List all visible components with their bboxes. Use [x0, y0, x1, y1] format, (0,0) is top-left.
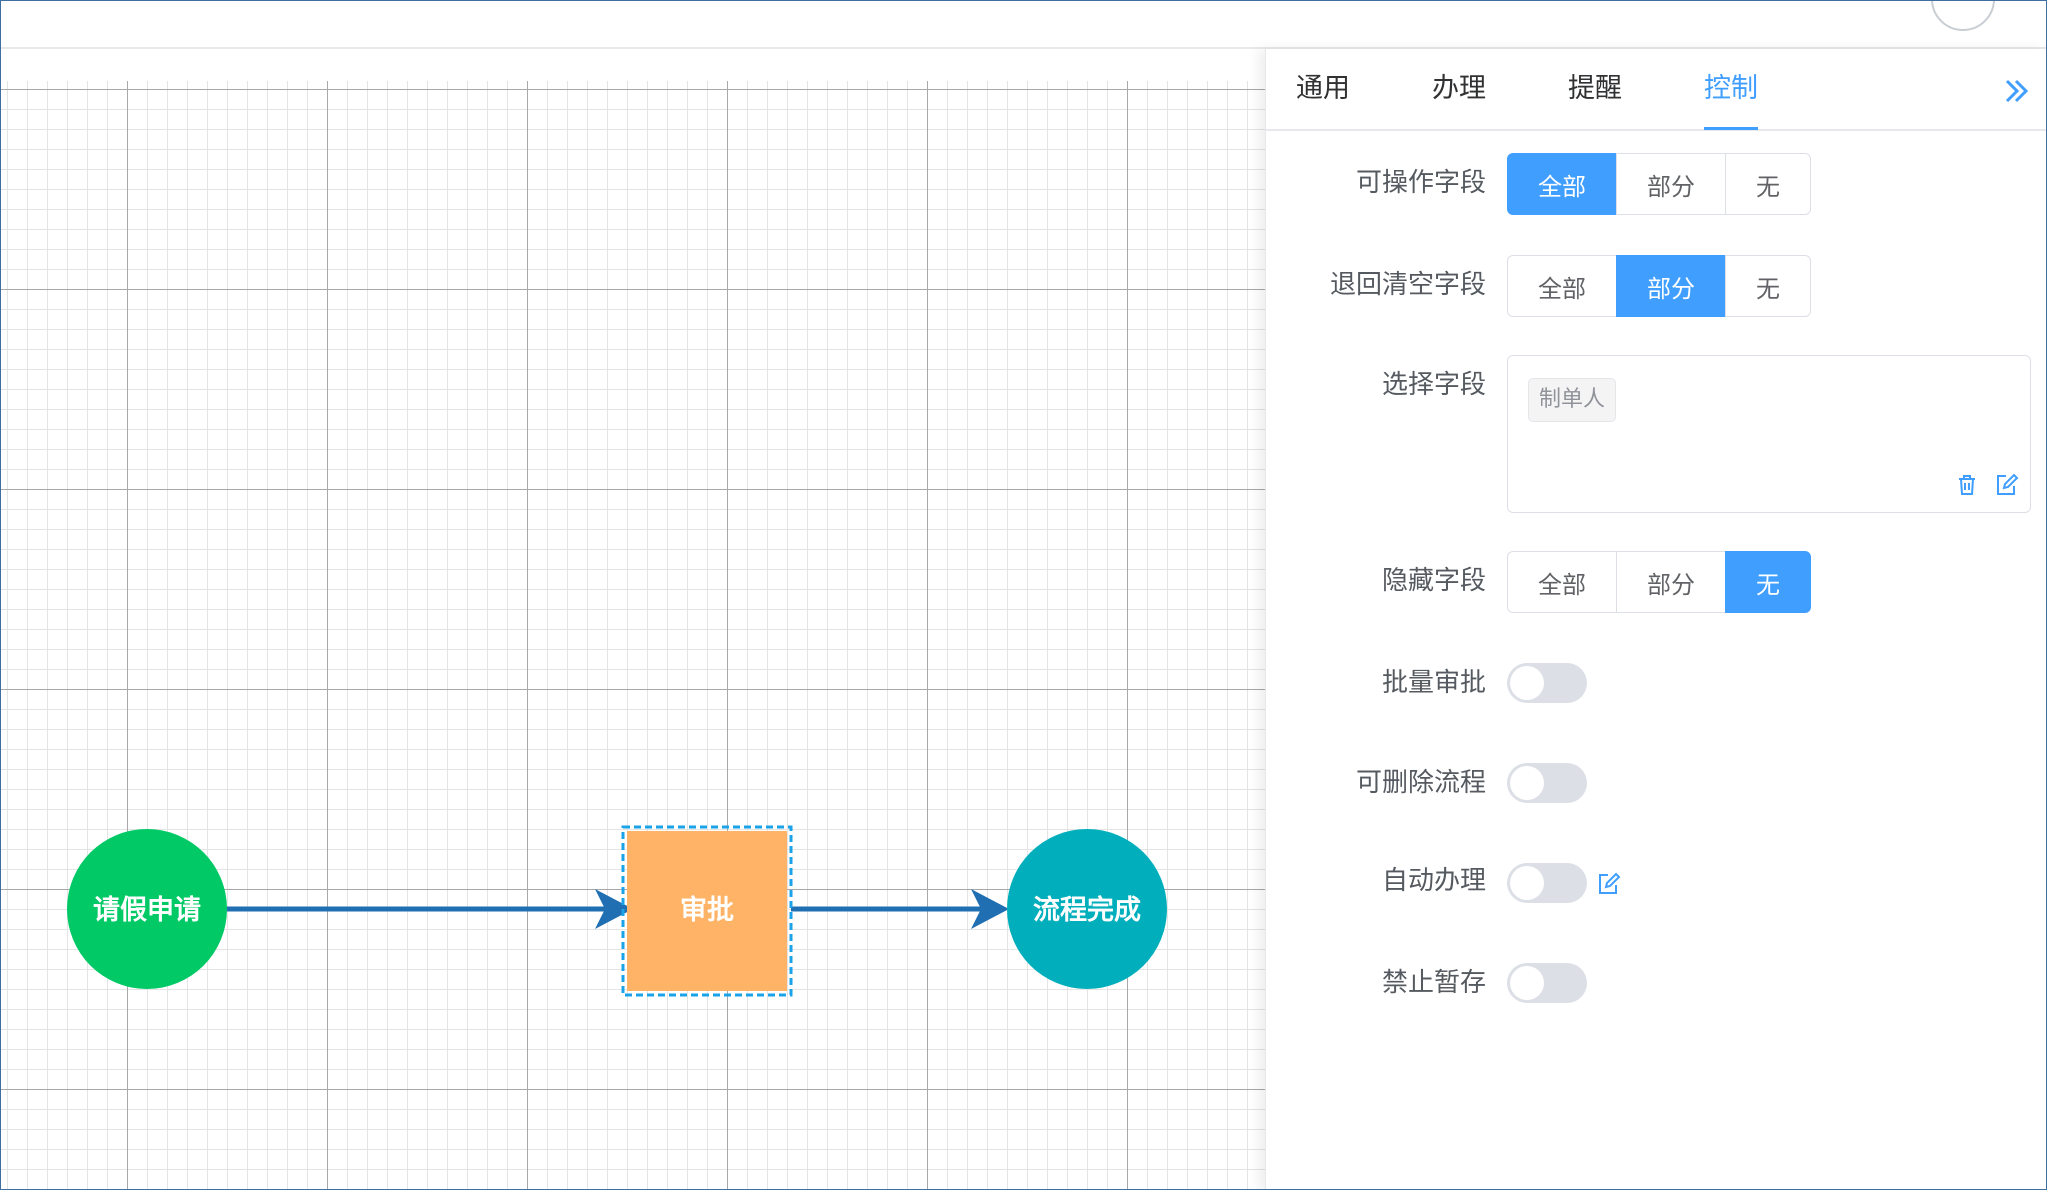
end-node-circle[interactable] [1007, 829, 1167, 989]
hidden-option-none[interactable]: 无 [1725, 551, 1811, 613]
panel-tabs: 通用 办理 提醒 控制 [1266, 49, 2046, 131]
hidden-option-all[interactable]: 全部 [1507, 551, 1617, 613]
no-draft-label: 禁止暂存 [1381, 968, 1486, 998]
auto-handle-toggle[interactable] [1507, 863, 1587, 903]
approve-node-label: 审批 [680, 894, 734, 926]
toggle-knob [1510, 766, 1544, 800]
edit-icon[interactable] [1994, 472, 2020, 498]
tab-control[interactable]: 控制 [1704, 71, 1758, 130]
clear-option-partial[interactable]: 部分 [1616, 255, 1726, 317]
start-node-label: 请假申请 [93, 895, 201, 926]
batch-approve-toggle[interactable] [1507, 663, 1587, 703]
operable-fields-label: 可操作字段 [1355, 168, 1486, 198]
hidden-fields-label: 隐藏字段 [1381, 566, 1486, 596]
arrowhead-icon [595, 889, 633, 929]
toggle-knob [1510, 866, 1544, 900]
edge-approve-to-end[interactable] [791, 889, 1009, 929]
toolbar-round-button[interactable] [1931, 1, 1995, 31]
flow-canvas-grid[interactable] [1, 81, 1265, 1189]
selection-outline [621, 825, 793, 997]
select-fields-label: 选择字段 [1381, 370, 1486, 400]
arrowhead-icon [971, 889, 1009, 929]
select-fields-box[interactable]: 制单人 [1507, 355, 2031, 513]
field-tag[interactable]: 制单人 [1528, 378, 1617, 422]
clear-on-return-label: 退回清空字段 [1329, 270, 1486, 300]
end-node-label: 流程完成 [1033, 894, 1141, 926]
operable-fields-radio-group: 全部 部分 无 [1507, 153, 1811, 215]
hidden-option-partial[interactable]: 部分 [1616, 551, 1726, 613]
clear-on-return-radio-group: 全部 部分 无 [1507, 255, 1811, 317]
start-node-circle[interactable] [67, 829, 227, 989]
hidden-fields-radio-group: 全部 部分 无 [1507, 551, 1811, 613]
edit-icon[interactable] [1596, 871, 1622, 897]
toggle-knob [1510, 966, 1544, 1000]
tab-general[interactable]: 通用 [1296, 73, 1350, 104]
properties-panel: 通用 办理 提醒 控制 可操作字段 全部 部分 无 退回清空字段 全部 部分 无… [1265, 49, 2046, 1189]
deletable-label: 可删除流程 [1355, 768, 1486, 798]
operable-option-all[interactable]: 全部 [1507, 153, 1617, 215]
batch-approve-label: 批量审批 [1381, 668, 1486, 698]
tab-remind[interactable]: 提醒 [1568, 73, 1622, 104]
node-approve[interactable]: 审批 [621, 825, 793, 997]
flow-diagram: 请假申请 审批 流程完成 [67, 825, 1167, 997]
trash-icon[interactable] [1954, 472, 1980, 498]
double-chevron-right-icon[interactable] [1999, 73, 2035, 109]
top-toolbar [1, 1, 2046, 49]
operable-option-partial[interactable]: 部分 [1616, 153, 1726, 215]
node-start[interactable]: 请假申请 [67, 829, 227, 989]
operable-option-none[interactable]: 无 [1725, 153, 1811, 215]
no-draft-toggle[interactable] [1507, 963, 1587, 1003]
approve-node-rect[interactable] [627, 831, 787, 991]
edge-start-to-approve[interactable] [223, 889, 633, 929]
tab-handle[interactable]: 办理 [1432, 73, 1486, 104]
toggle-knob [1510, 666, 1544, 700]
clear-option-all[interactable]: 全部 [1507, 255, 1617, 317]
node-end[interactable]: 流程完成 [1007, 829, 1167, 989]
auto-handle-label: 自动办理 [1381, 866, 1486, 896]
deletable-toggle[interactable] [1507, 763, 1587, 803]
clear-option-none[interactable]: 无 [1725, 255, 1811, 317]
